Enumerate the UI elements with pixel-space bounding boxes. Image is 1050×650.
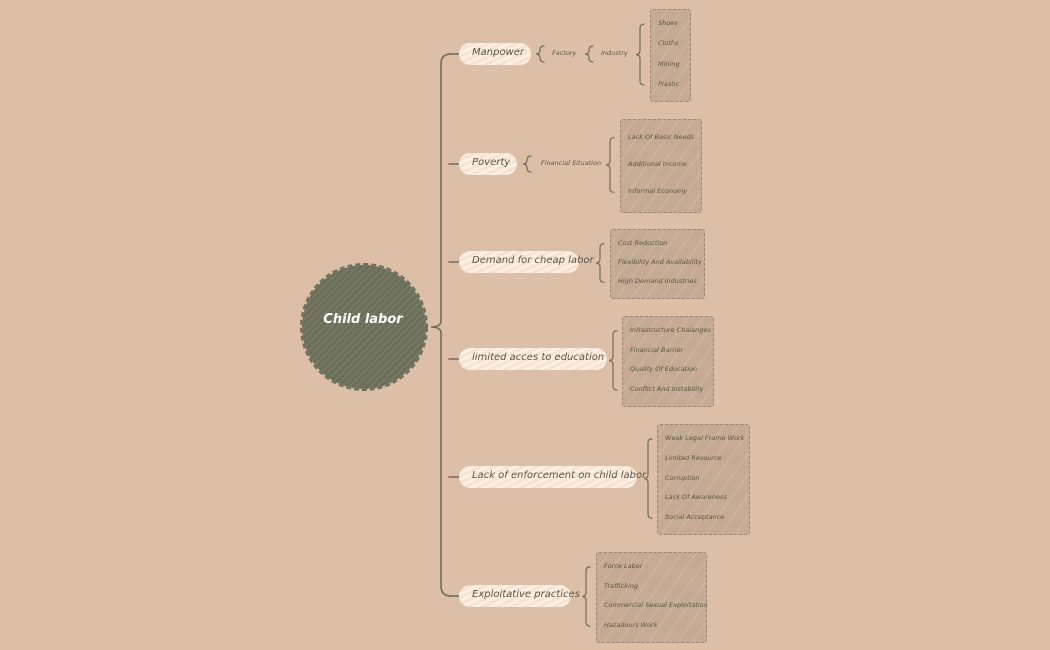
root-hatch-line [302,265,382,389]
leaf-box-0 [650,9,691,102]
root-hatch-line [302,265,403,389]
leaf-item-1-1: Additional Income [628,160,687,168]
leaf-item-5-0: Force Labor [604,561,643,570]
root-hatch-line [302,265,410,389]
leaf-box-3 [622,316,714,407]
leaf-item-1-0: Lack Of Basic Needs [628,132,695,141]
root-hatch-line [317,265,426,389]
branch-bubble-2[interactable] [459,251,579,273]
root-hatch-line [302,265,396,389]
root-hatch-line [380,265,426,389]
branch-bubble-0[interactable] [459,43,531,65]
branch-bubble-3[interactable] [459,348,607,370]
branch-label-3[interactable]: limited acces to education [472,352,605,363]
root-node [302,265,426,389]
leaf-item-0-1: Cloths [658,39,679,48]
root-hatch-line [422,265,426,389]
root-hatch-line [366,265,426,389]
leaf-item-0-3: Plastic [658,79,680,88]
root-hatch-line [302,265,389,389]
branch-label-2[interactable]: Demand for cheap labor [472,255,594,266]
leaf-box-2 [610,229,705,299]
chain-label-1-0: Financial Situation [541,159,602,167]
root-hatch-line [302,265,361,389]
leaf-box-5 [596,552,707,643]
leaf-item-2-0: Cost Reduction [618,238,668,247]
leaf-item-2-2: High Demand Industries [618,277,697,286]
leaf-item-5-2: Commercial Sexual Exploitation [604,601,708,610]
branch-bubble-1[interactable] [459,153,517,175]
leaf-item-3-2: Quality Of Education [630,365,698,374]
branch-bubble-4[interactable] [459,466,637,488]
main-trunk [430,53,452,597]
root-hatch-line [345,265,426,389]
leaf-item-0-2: Mining [658,59,680,68]
root-hatch-line [302,265,368,389]
leaf-item-4-0: Weak Legal Frame Work [665,433,745,442]
root-hatch-line [302,265,375,389]
leaf-item-0-0: Shoes [658,19,678,28]
leaf-item-2-1: Flexibility And Availability [618,258,702,266]
chain-label-0-1: Industry [601,49,628,57]
root-hatch-line [359,265,426,389]
root-hatch-line [324,265,426,389]
leaf-brace-0 [635,23,645,86]
leaf-item-3-0: Infrastructure Chalanges [630,325,711,334]
branch-label-4[interactable]: Lack of enforcement on child labor [472,470,647,481]
leaf-item-4-3: Lack Of Awareness [665,493,727,502]
branch-label-1[interactable]: Poverty [472,157,511,168]
leaf-item-5-3: Hazadours Work [604,621,658,630]
root-hatch-line [302,265,319,389]
branch-label-5[interactable]: Exploitative practices [472,589,580,600]
root-hatch-line [310,265,426,389]
root-hatch-line [352,265,426,389]
root-hatch-line [373,265,426,389]
leaf-item-5-1: Trafficking [604,581,639,590]
leaf-item-4-2: Corruption [665,473,700,482]
root-hatch-line [302,265,312,389]
leaf-item-4-4: Social Acceptance [665,513,725,522]
leaf-item-3-3: Conflict And Instability [630,385,704,394]
leaf-box-1 [620,119,702,213]
branch-bubble-5[interactable] [459,585,571,607]
leaf-item-1-2: Informal Economy [628,187,688,196]
chain-brace-0-0 [535,45,545,63]
root-hatch-line [338,265,426,389]
root-hatch-line [302,265,354,389]
branch-label-0[interactable]: Manpower [472,47,525,58]
root-hatch-line [302,265,417,389]
leaf-box-4 [657,424,750,535]
leaf-brace-3 [608,330,618,391]
root-outline [300,263,428,391]
leaf-brace-2 [595,243,605,283]
root-hatch-line [302,265,305,389]
root-label: Child labor [323,312,403,327]
leaf-item-3-1: Financial Barrier [630,345,684,354]
chain-label-0-0: Factory [552,49,577,57]
root-hatch-line [408,265,426,389]
leaf-item-4-1: Limited Resource [665,453,722,462]
chain-brace-1-0 [522,155,532,173]
leaf-brace-1 [605,137,615,193]
leaf-brace-5 [581,566,591,627]
root-hatch-line [331,265,426,389]
chain-brace-0-1 [584,45,594,63]
leaf-brace-4 [643,438,653,519]
